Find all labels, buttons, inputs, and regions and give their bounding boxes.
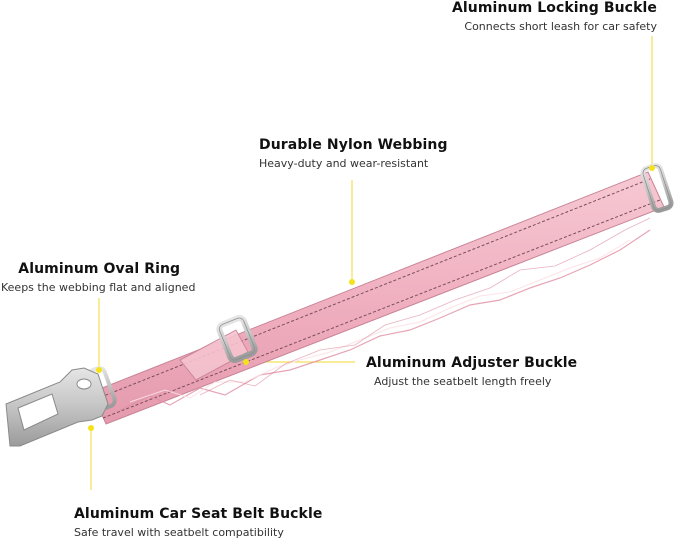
callout-adjuster-buckle: Aluminum Adjuster Buckle Adjust the seat… xyxy=(366,355,577,388)
marker-dot-locking xyxy=(649,165,655,171)
car-buckle xyxy=(5,367,109,447)
callout-car-buckle: Aluminum Car Seat Belt Buckle Safe trave… xyxy=(74,506,322,539)
callout-subtitle: Connects short leash for car safety xyxy=(464,20,657,33)
callout-oval-ring: Aluminum Oval Ring Keeps the webbing fla… xyxy=(1,261,196,294)
callout-title: Aluminum Car Seat Belt Buckle xyxy=(74,506,323,522)
callout-title: Durable Nylon Webbing xyxy=(259,137,448,153)
callout-nylon-webbing: Durable Nylon Webbing Heavy-duty and wea… xyxy=(259,137,448,170)
marker-dot-car xyxy=(88,425,94,431)
callout-subtitle: Heavy-duty and wear-resistant xyxy=(259,157,429,170)
callout-locking-buckle: Aluminum Locking Buckle Connects short l… xyxy=(452,0,657,33)
callout-subtitle: Adjust the seatbelt length freely xyxy=(374,375,552,388)
marker-dot-adjuster xyxy=(243,359,249,365)
adjuster-buckle xyxy=(216,315,258,363)
marker-dot-nylon xyxy=(349,279,355,285)
callout-title: Aluminum Adjuster Buckle xyxy=(366,355,578,371)
callout-title: Aluminum Oval Ring xyxy=(18,261,181,277)
marker-dot-oval xyxy=(96,367,102,373)
callout-title: Aluminum Locking Buckle xyxy=(451,0,657,16)
callout-subtitle: Safe travel with seatbelt compatibility xyxy=(74,526,284,539)
callout-subtitle: Keeps the webbing flat and aligned xyxy=(1,281,196,294)
